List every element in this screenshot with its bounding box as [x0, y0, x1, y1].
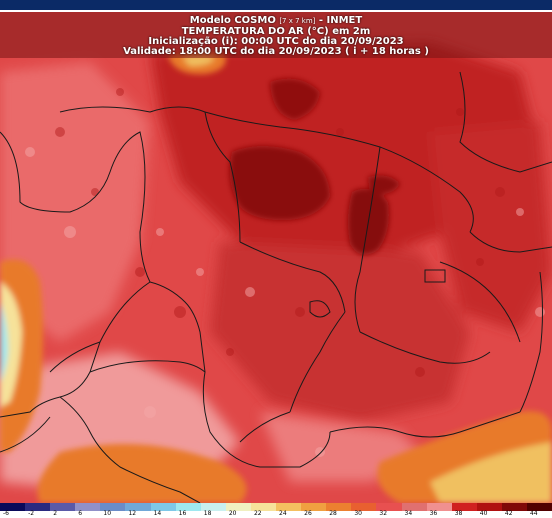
temperature-map: [0, 12, 552, 503]
top-bar: [0, 0, 552, 10]
title-validity: Validade: 18:00 UTC do dia 20/09/2023 ( …: [0, 46, 552, 57]
model-organization: - INMET: [319, 15, 362, 26]
model-name: Modelo COSMO: [190, 15, 276, 26]
model-resolution: [7 x 7 km]: [279, 17, 315, 25]
